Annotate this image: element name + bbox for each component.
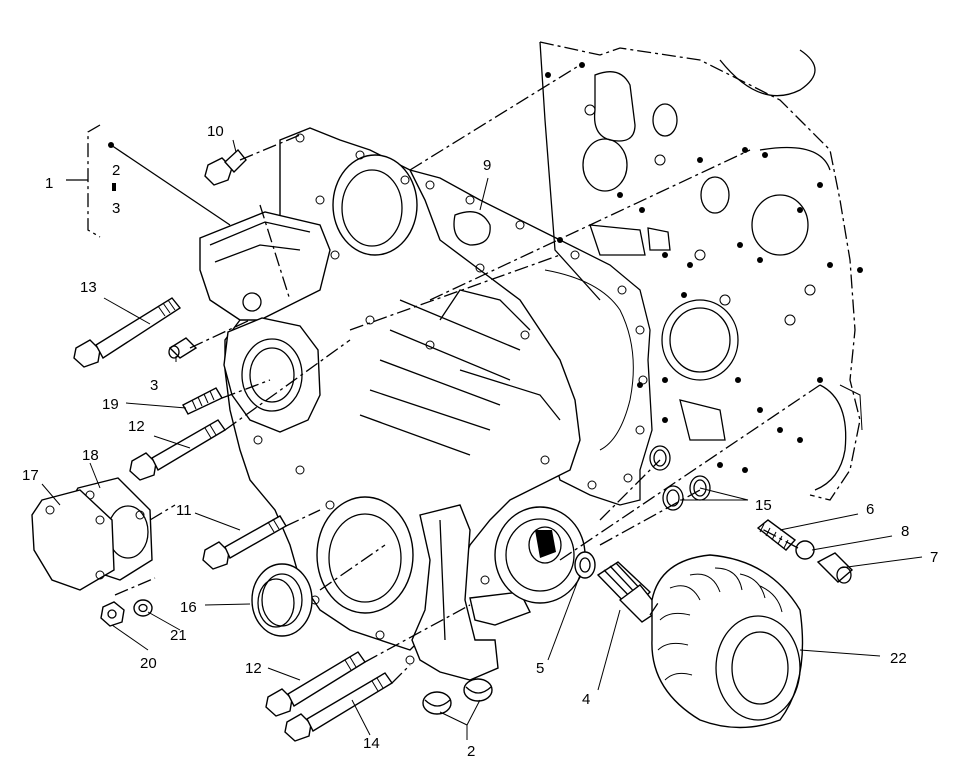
callout-21: 21 bbox=[170, 627, 187, 644]
bolt-11 bbox=[202, 515, 287, 570]
filter-head bbox=[494, 506, 596, 604]
callout-10: 10 bbox=[207, 123, 224, 140]
nut-20 bbox=[100, 601, 125, 627]
callout-3-group: 3 bbox=[112, 200, 120, 217]
callout-7: 7 bbox=[930, 549, 938, 566]
bolt-13 bbox=[73, 297, 182, 368]
callout-5: 5 bbox=[536, 660, 544, 677]
washer-21 bbox=[133, 599, 153, 617]
oil-seal-16 bbox=[251, 563, 313, 637]
stud-19 bbox=[182, 387, 223, 415]
callout-13: 13 bbox=[80, 279, 97, 296]
callout-1: 1 bbox=[45, 175, 53, 192]
engine-block bbox=[539, 41, 863, 501]
cover-plate-17 bbox=[31, 477, 153, 591]
callout-15: 15 bbox=[755, 497, 772, 514]
gear-cover bbox=[199, 127, 581, 681]
callout-3: 3 bbox=[150, 377, 158, 394]
callout-12-lower: 12 bbox=[245, 660, 262, 677]
callout-16: 16 bbox=[180, 599, 197, 616]
bolt-14 bbox=[284, 672, 394, 742]
callout-12-upper: 12 bbox=[128, 418, 145, 435]
callout-8: 8 bbox=[901, 523, 909, 540]
pin-3 bbox=[168, 337, 198, 359]
leader-lines bbox=[41, 139, 923, 740]
oil-filter-22 bbox=[651, 554, 804, 729]
callout-4: 4 bbox=[582, 691, 590, 708]
callout-2-group: 2 bbox=[112, 162, 120, 179]
callout-19: 19 bbox=[102, 396, 119, 413]
callout-9: 9 bbox=[483, 157, 491, 174]
callout-14: 14 bbox=[363, 735, 380, 752]
relief-valve-parts bbox=[756, 519, 854, 584]
bolt-10 bbox=[204, 148, 247, 186]
group-bracket-1 bbox=[66, 124, 231, 238]
alignment-lines bbox=[114, 64, 821, 684]
callout-labels: 1 2 3 10 9 13 3 19 12 17 18 11 16 20 21 … bbox=[22, 123, 938, 760]
callout-18: 18 bbox=[82, 447, 99, 464]
callout-17: 17 bbox=[22, 467, 39, 484]
callout-22: 22 bbox=[890, 650, 907, 667]
plugs-2 bbox=[422, 678, 493, 715]
bolt-12-upper bbox=[129, 419, 227, 481]
callout-20: 20 bbox=[140, 655, 157, 672]
callout-6: 6 bbox=[866, 501, 874, 518]
callout-2: 2 bbox=[467, 743, 475, 760]
callout-11: 11 bbox=[176, 502, 192, 519]
